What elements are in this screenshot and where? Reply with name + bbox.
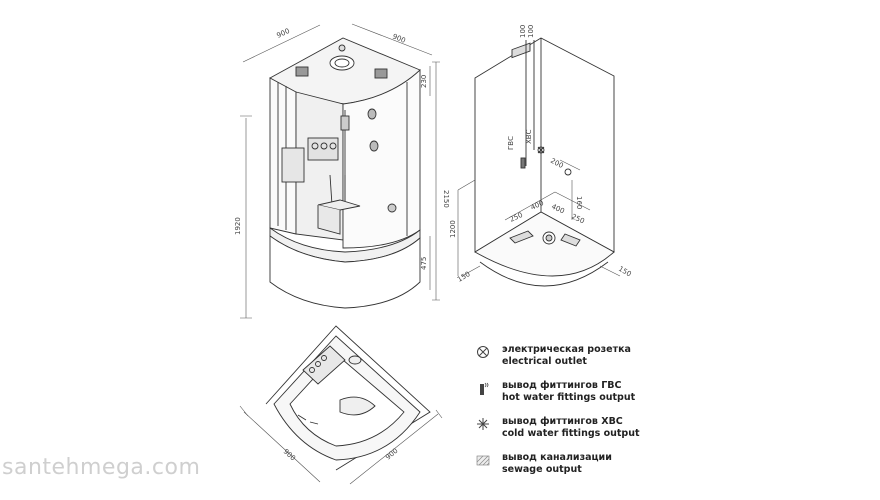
legend-label-ru: электрическая розетка (502, 344, 631, 355)
dim-front-tray-height: 475 (420, 257, 428, 270)
legend-item-cold-water: вывод фиттингов ХВС cold water fittings … (474, 416, 674, 440)
legend-label-en: cold water fittings output (502, 428, 640, 439)
legend-label-en: hot water fittings output (502, 392, 636, 403)
dim-front-height-total: 2150 (442, 190, 450, 208)
cold-water-icon (477, 418, 489, 430)
dim-side-top-a: 100 (519, 25, 527, 38)
dim-plan-right: 900 (384, 447, 399, 462)
legend-item-electrical: электрическая розетка electrical outlet (474, 344, 674, 368)
sewage-icon (476, 455, 490, 466)
legend-label-ru: вывод фиттингов ХВС (502, 416, 623, 427)
dim-front-roof: 230 (420, 75, 428, 88)
legend-label-ru: вывод фиттингов ГВС (502, 380, 622, 391)
legend: электрическая розетка electrical outlet … (474, 344, 674, 488)
electrical-outlet-icon (477, 346, 489, 358)
legend-label-en: sewage output (502, 464, 582, 475)
legend-item-hot-water: вывод фиттингов ГВС hot water fittings o… (474, 380, 674, 404)
dim-front-cabin-height: 1920 (234, 217, 242, 235)
dim-side-d1200: 1200 (449, 220, 457, 238)
legend-item-sewage: вывод канализации sewage output (474, 452, 674, 476)
dim-plan-left: 900 (282, 448, 297, 463)
dim-side-d160: 160 (575, 196, 583, 209)
dim-side-top-b: 100 (527, 25, 535, 38)
legend-label-en: electrical outlet (502, 356, 587, 367)
hot-water-marker-label: ГВС (507, 136, 515, 150)
watermark: santehmega.com (2, 455, 201, 480)
cold-water-marker-label: ХВС (525, 129, 533, 144)
legend-label-ru: вывод канализации (502, 452, 612, 463)
hot-water-icon (480, 382, 489, 395)
